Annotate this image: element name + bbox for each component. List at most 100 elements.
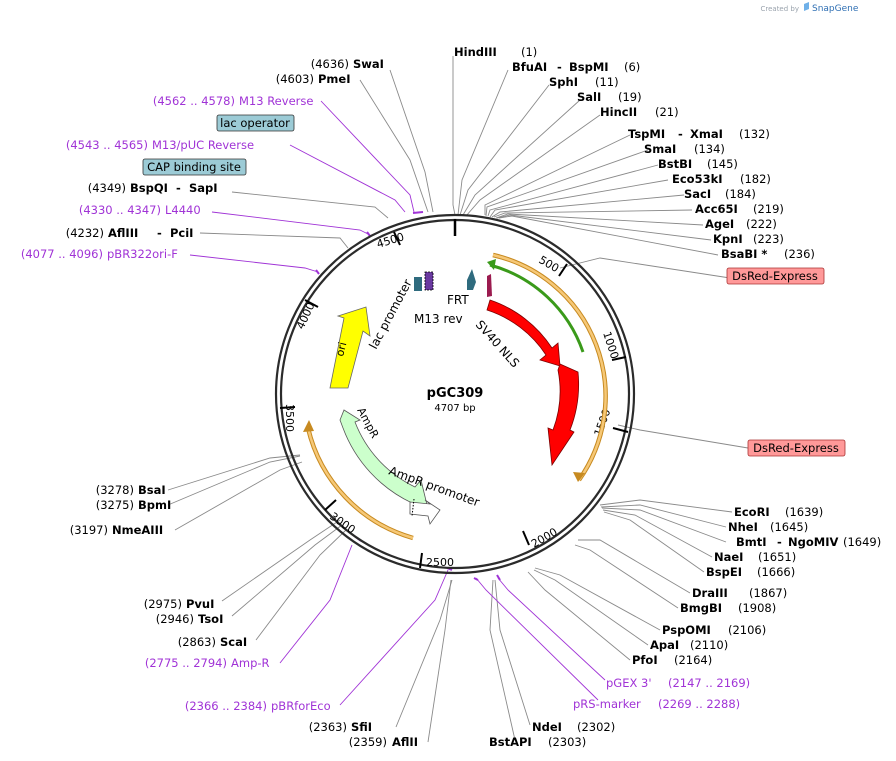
m13puc-range: (4543 .. 4565)	[66, 138, 148, 152]
bspqi-name: BspQI	[130, 181, 168, 195]
ampr-primer-arrowhead	[303, 420, 314, 432]
acc65i-name: Acc65I	[695, 202, 738, 216]
nhei-name: NheI	[728, 520, 758, 534]
cap-site-box-label: CAP binding site	[147, 160, 241, 174]
frt-marker	[467, 269, 476, 290]
hincii-pos: (21)	[655, 105, 679, 119]
naei-pos: (1651)	[758, 550, 796, 564]
sphi-pos: (11)	[595, 75, 619, 89]
kpni-name: KpnI	[713, 232, 743, 246]
bfuai-pos: (6)	[624, 60, 640, 74]
ori-arrow	[329, 306, 371, 389]
pvui-pos: (2975)	[144, 597, 182, 611]
bmti-pos: (1649)	[843, 535, 881, 549]
pgex3-name: pGEX 3'	[606, 676, 652, 690]
sv40-nls-label: SV40 NLS	[473, 318, 522, 371]
ndei-name: NdeI	[532, 720, 562, 734]
saci-name: SacI	[684, 187, 711, 201]
bsai-name: BsaI	[138, 483, 166, 497]
prsmarker-range: (2269 .. 2288)	[658, 697, 740, 711]
apai-name: ApaI	[650, 638, 679, 652]
bmti-alt: NgoMIV	[788, 535, 838, 549]
aflIII-pos: (4232)	[66, 226, 104, 240]
ampr-arrow	[339, 409, 429, 514]
kpni-pos: (223)	[753, 232, 784, 246]
sali-name: SalI	[577, 90, 601, 104]
bpmi-pos: (3275)	[96, 498, 134, 512]
dsred-primer-arrowhead	[573, 472, 585, 482]
draiii-name: DraIII	[692, 586, 728, 600]
plasmid-name: pGC309	[427, 386, 484, 401]
bsabi-name: BsaBI *	[721, 247, 767, 261]
dsred-arrow-1	[486, 299, 561, 367]
bfuai-separator: -	[557, 60, 562, 74]
nhei-pos: (1645)	[770, 520, 808, 534]
bfuai-alt: BspMI	[569, 60, 609, 74]
bpmi-name: BpmI	[138, 498, 171, 512]
pgex3-range: (2147 .. 2169)	[668, 676, 750, 690]
frt-label: FRT	[447, 293, 469, 307]
tick-label-2000: 2000	[529, 525, 560, 550]
tspmi-separator: -	[678, 127, 683, 141]
bstapi-name: BstAPI	[489, 735, 532, 749]
hindIII-name: HindIII	[454, 45, 497, 59]
ecori-name: EcoRI	[734, 505, 770, 519]
watermark-prefix: Created by	[760, 5, 799, 13]
saci-pos: (184)	[725, 187, 756, 201]
tsoi-pos: (2946)	[156, 612, 194, 626]
scai-pos: (2863)	[178, 635, 216, 649]
hincii-name: HincII	[600, 105, 637, 119]
scai-name: ScaI	[220, 635, 247, 649]
bspqi-pos: (4349)	[88, 181, 126, 195]
bstapi-pos: (2303)	[548, 735, 586, 749]
watermark-brand: SnapGene	[812, 4, 859, 14]
agei-pos: (222)	[746, 217, 777, 231]
ecori-pos: (1639)	[785, 505, 823, 519]
apai-pos: (2110)	[690, 638, 728, 652]
m13reverse-name: M13 Reverse	[239, 94, 313, 108]
pbr322ori-name: pBR322ori-F	[107, 247, 178, 261]
tsoi-name: TsoI	[198, 612, 223, 626]
bspqi-alt: SapI	[189, 181, 218, 195]
tick-label-3500: 3500	[283, 404, 296, 432]
dsred-box-2	[747, 439, 846, 457]
smai-name: SmaI	[644, 142, 676, 156]
tick-label-2500: 2500	[426, 556, 454, 569]
pmei-pos: (4603)	[276, 72, 314, 86]
eco53ki-pos: (182)	[740, 172, 771, 186]
ori-label: ori	[333, 341, 349, 358]
nmeaiii-pos: (3197)	[70, 523, 108, 537]
scale-ticks	[279, 231, 629, 569]
tick-label-4500: 4500	[375, 230, 406, 251]
hindIII-pos: (1)	[521, 45, 537, 59]
bfuai-name: BfuAI	[512, 60, 547, 74]
m13puc-name: M13/pUC Reverse	[152, 138, 254, 152]
dsred-arrow-2	[547, 363, 579, 467]
lac-operator-box-label: lac operator	[220, 116, 290, 130]
aflIII-alt: PciI	[170, 226, 193, 240]
amprprimer-name: Amp-R	[231, 656, 270, 670]
aflIII-separator: -	[157, 226, 162, 240]
amprprimer-range: (2775 .. 2794)	[145, 656, 227, 670]
sv40-nls-block	[487, 274, 492, 297]
green-primer-arc	[489, 263, 585, 353]
eco53ki-name: Eco53kI	[672, 172, 723, 186]
afliii2-pos: (2359)	[349, 735, 387, 749]
tspmi-pos: (132)	[739, 127, 770, 141]
pspomi-pos: (2106)	[728, 623, 766, 637]
tspmi-name: TspMI	[628, 127, 665, 141]
smai-pos: (134)	[694, 142, 725, 156]
lac-operator-marker	[414, 277, 422, 291]
leader-lines	[167, 56, 749, 743]
pspomi-name: PspOMI	[662, 623, 711, 637]
bmti-name: BmtI	[736, 535, 767, 549]
pbrforeco-range: (2366 .. 2384)	[185, 699, 267, 713]
sphi-name: SphI	[549, 75, 578, 89]
prsmarker-name: pRS-marker	[573, 697, 641, 711]
plasmid-length: 4707 bp	[434, 403, 475, 414]
agei-name: AgeI	[705, 217, 734, 231]
pfoi-name: PfoI	[632, 653, 658, 667]
aflIII-name: AflIII	[108, 226, 138, 240]
